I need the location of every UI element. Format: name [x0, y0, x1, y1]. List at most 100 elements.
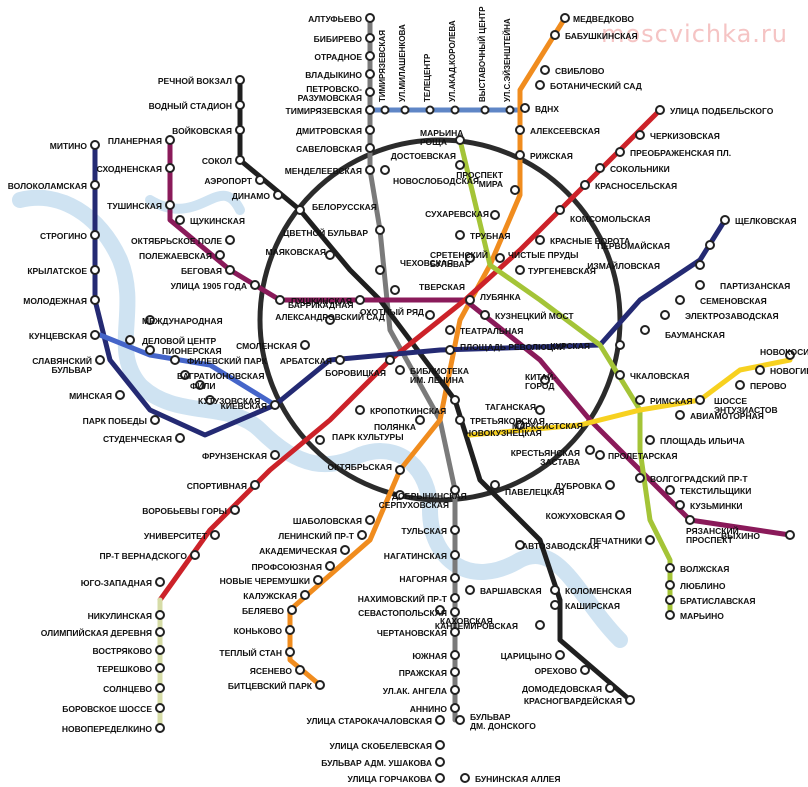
station-medvedkovo — [560, 13, 570, 23]
station-lubyanka — [465, 295, 475, 305]
station-label-rechnoy: РЕЧНОЙ ВОКЗАЛ — [158, 75, 232, 86]
station-label-kuznetsky: КУЗНЕЦКИЙ МОСТ — [495, 310, 574, 321]
station-label-yugo_zapadnaya: ЮГО-ЗАПАДНАЯ — [81, 578, 152, 588]
station-kievskaya — [270, 400, 280, 410]
station-nikulinskaya — [155, 610, 165, 620]
station-tekstilshchiki — [665, 485, 675, 495]
station-label-minskaya: МИНСКАЯ — [69, 391, 112, 401]
station-label-tsaritsyno: ЦАРИЦЫНО — [501, 651, 553, 661]
station-label-rizhskaya: РИЖСКАЯ — [530, 151, 573, 161]
station-label-pushkinskaya: ПУШКИНСКАЯ — [291, 296, 352, 306]
station-tsvetnoy — [375, 225, 385, 235]
station-label-bitsevsky: БИТЦЕВСКИЙ ПАРК — [228, 680, 313, 691]
station-tereshkovo — [155, 663, 165, 673]
station-altufyevo — [365, 13, 375, 23]
station-label-izmaylovskaya: ИЗМАЙЛОВСКАЯ — [587, 260, 660, 271]
station-label-kashirskaya: КАШИРСКАЯ — [565, 601, 620, 611]
station-volokolamskaya — [90, 180, 100, 190]
station-label-konkovo: КОНЬКОВО — [234, 626, 283, 636]
station-label-serpukhovskaya: СЕРПУХОВСКАЯ — [379, 500, 449, 510]
station-mono_korolyova — [450, 105, 460, 115]
station-mono_vystavochny — [480, 105, 490, 115]
station-babushkinskaya — [550, 30, 560, 40]
station-label-nakhimovsky: НАХИМОВСКИЙ ПР-Т — [358, 593, 448, 604]
station-prazhskaya — [450, 667, 460, 677]
station-label-mendeleevskaya: МЕНДЕЛЕЕВСКАЯ — [285, 166, 362, 176]
station-label-mitino: МИТИНО — [50, 141, 88, 151]
station-volgogradsky — [635, 473, 645, 483]
station-kozhukhovskaya — [615, 510, 625, 520]
station-turgenevskaya — [515, 265, 525, 275]
station-label-taganskaya: ТАГАНСКАЯ — [485, 402, 536, 412]
station-kuntsevskaya — [90, 330, 100, 340]
station-dinamo — [273, 190, 283, 200]
station-sokolniki — [595, 163, 605, 173]
station-polyanka — [415, 415, 425, 425]
station-skobelevskaya — [435, 740, 445, 750]
station-botanichesky — [535, 80, 545, 90]
station-mono_milashenkova — [400, 105, 410, 115]
station-label-novogireevo: НОВОГИРЕЕВО — [770, 366, 808, 376]
station-label-leninsky: ЛЕНИНСКИЙ ПР-Т — [278, 530, 355, 541]
station-rechnoy — [235, 75, 245, 85]
station-kashirskaya — [550, 600, 560, 610]
station-label-timiryazevskaya: ТИМИРЯЗЕВСКАЯ — [286, 106, 362, 116]
station-bibirevo — [365, 33, 375, 43]
station-label-solntsevo: СОЛНЦЕВО — [103, 684, 152, 694]
station-taganskaya — [535, 405, 545, 415]
station-tulskaya — [450, 525, 460, 535]
station-mono_eyzenshteyna — [505, 105, 515, 115]
station-label-tereshkovo: ТЕРЕШКОВО — [97, 664, 152, 674]
station-kitay_gorod — [540, 375, 550, 385]
station-teply_stan — [285, 647, 295, 657]
station-prospekt_mira — [510, 185, 520, 195]
station-label-sokolniki: СОКОЛЬНИКИ — [610, 164, 670, 174]
station-label-lubyanka: ЛУБЯНКА — [480, 292, 521, 302]
station-label-preobrazhenskaya: ПРЕОБРАЖЕНСКАЯ ПЛ. — [630, 148, 731, 158]
station-label-shchukinskaya: ЩУКИНСКАЯ — [190, 216, 245, 226]
station-label-kolomenskaya: КОЛОМЕНСКАЯ — [565, 586, 632, 596]
station-maryina_roshcha — [455, 135, 465, 145]
station-label-babushkinskaya: БАБУШКИНСКАЯ — [565, 31, 638, 41]
station-vdnkh — [520, 103, 530, 113]
station-aviamotornaya — [675, 410, 685, 420]
station-label-aviamotornaya: АВИАМОТОРНАЯ — [690, 411, 764, 421]
station-label-pionerskaya: ПИОНЕРСКАЯ — [162, 346, 222, 356]
station-label-akademicheskaya: АКАДЕМИЧЕСКАЯ — [259, 546, 337, 556]
station-label-buninskaya: БУНИНСКАЯ АЛЛЕЯ — [475, 774, 560, 784]
station-label-annino: АННИНО — [410, 704, 448, 714]
station-label-domodedovskaya: ДОМОДЕДОВСКАЯ — [522, 684, 602, 694]
labels-layer: АЛТУФЬЕВОБИБИРЕВООТРАДНОЕВЛАДЫКИНОПЕТРОВ… — [8, 6, 808, 784]
station-molodezhnaya — [90, 295, 100, 305]
station-label-ilyicha: ПЛОЩАДЬ ИЛЬИЧА — [660, 436, 745, 446]
station-label-ulitsa_1905: УЛИЦА 1905 ГОДА — [171, 281, 247, 291]
station-label-tekstilshchiki: ТЕКСТИЛЬЩИКИ — [680, 486, 751, 496]
station-label-bibirevo: БИБИРЕВО — [314, 34, 363, 44]
station-ul_angela — [450, 685, 460, 695]
station-pervomayskaya — [705, 240, 715, 250]
station-trubnaya — [455, 230, 465, 240]
station-label-pervomayskaya: ПЕРВОМАЙСКАЯ — [597, 240, 670, 251]
station-timiryazevskaya — [365, 105, 375, 115]
station-label-park_kultury: ПАРК КУЛЬТУРЫ — [332, 432, 404, 442]
station-kaluzhskaya — [300, 590, 310, 600]
station-label-borovskoe: БОРОВСКОЕ ШОССЕ — [62, 704, 152, 714]
station-label-mayakovskaya: МАЯКОВСКАЯ — [265, 247, 326, 257]
station-chistye_prudy — [495, 253, 505, 263]
station-novokuznetskaya — [450, 395, 460, 405]
station-lyublino — [665, 580, 675, 590]
station-label-barrikadnaya: БАРРИКАДНАЯ — [288, 300, 353, 310]
station-dostoevskaya — [455, 160, 465, 170]
station-krasnogvardeyskaya — [625, 695, 635, 705]
station-kolomenskaya — [550, 585, 560, 595]
station-shosse_entuziastov — [695, 395, 705, 405]
station-vostryakovo — [155, 645, 165, 655]
station-label-avtozavodskaya: АВТОЗАВОДСКАЯ — [522, 541, 599, 551]
station-akademicheskaya — [340, 545, 350, 555]
station-label-proletarskaya: ПРОЛЕТАРСКАЯ — [608, 451, 678, 461]
station-vorobyovy — [230, 505, 240, 515]
station-label-strogino: СТРОГИНО — [40, 231, 87, 241]
